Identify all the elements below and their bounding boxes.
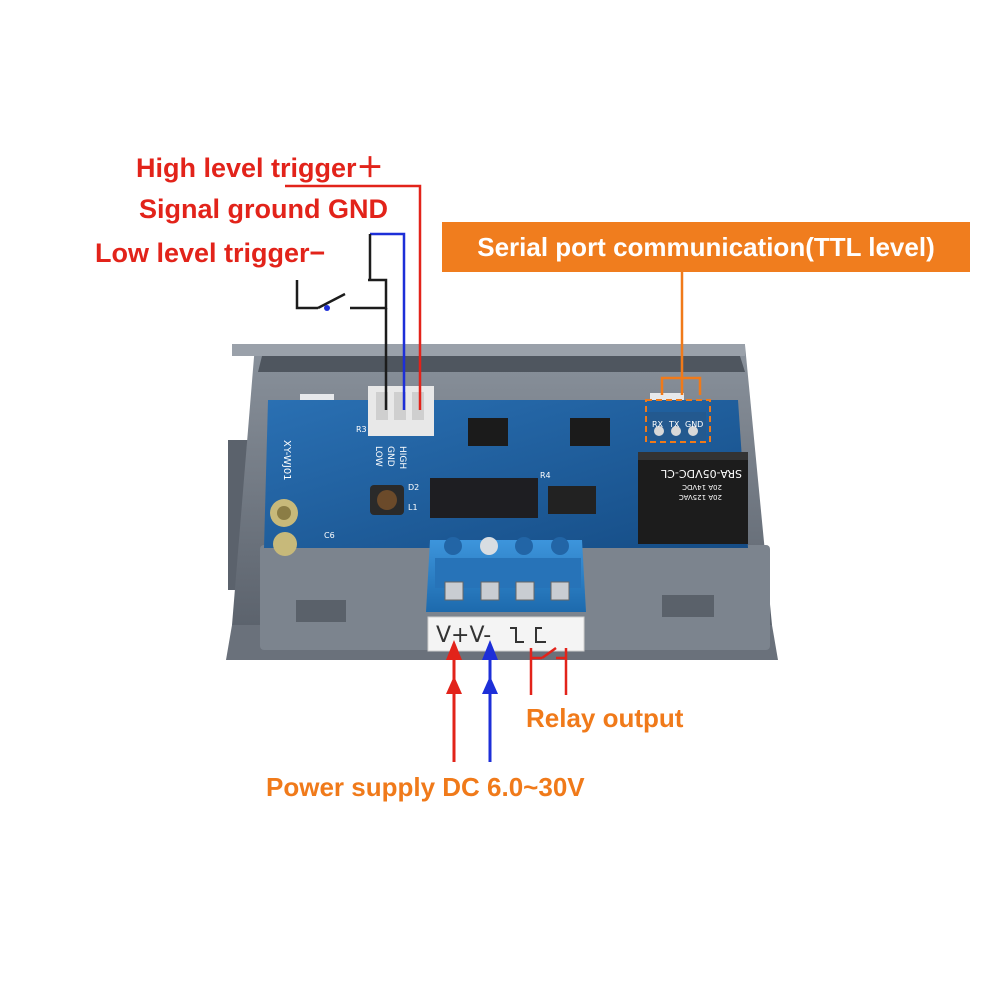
serial-pin-rx: RX (652, 420, 664, 429)
main-ic (430, 478, 538, 518)
signal-ground-label: Signal ground GND (139, 194, 388, 224)
silk-r4: R4 (540, 471, 551, 480)
terminal-label-strip (427, 616, 585, 652)
terminal-block: V+V- (426, 537, 586, 652)
silk-d2: D2 (408, 483, 419, 492)
input-pin-gnd: GND (385, 446, 395, 467)
pcb-board: XY-WJ01 RX TX GND HIGH GND LOW R3 D2 L1 … (264, 386, 748, 556)
high-trigger-label: High level trigger＋ (136, 153, 384, 183)
power-negative-arrow-icon (482, 640, 498, 660)
serial-comm-label: Serial port communication(TTL level) (442, 222, 970, 272)
silk-c6: C6 (324, 531, 335, 540)
relay (638, 452, 748, 544)
input-wiring (285, 184, 422, 410)
low-trigger-wire (350, 278, 388, 310)
input-pin-high: HIGH (397, 446, 407, 469)
relay-model: SRA-05VDC-CL (660, 467, 742, 480)
serial-pin-tx: TX (668, 420, 680, 429)
relay-rating-1: 20A 14VDC (682, 483, 722, 491)
relay-output-label: Relay output (526, 703, 684, 733)
input-pin-low: LOW (373, 446, 383, 467)
power-positive-arrow-icon (446, 640, 462, 660)
power-wiring (446, 640, 498, 762)
secondary-ic (548, 486, 596, 514)
switch-icon (317, 292, 346, 310)
relay-switch-icon (541, 646, 557, 660)
low-trigger-label: Low level trigger− (95, 238, 326, 268)
terminal-label-text: V+V- (436, 623, 491, 648)
capacitor-2 (273, 532, 297, 556)
power-supply-label: Power supply DC 6.0~30V (266, 772, 585, 802)
board-model: XY-WJ01 (281, 440, 292, 481)
silk-l1: L1 (408, 503, 418, 512)
serial-pin-gnd: GND (685, 420, 703, 429)
optocoupler-2 (570, 418, 610, 446)
silk-r3: R3 (356, 425, 367, 434)
relay-wiring (529, 646, 568, 695)
relay-rating-2: 20A 125VAC (679, 493, 722, 501)
high-trigger-wire (285, 184, 422, 410)
serial-indicator (645, 272, 711, 443)
gnd-wire (370, 232, 406, 410)
optocoupler-1 (468, 418, 508, 446)
